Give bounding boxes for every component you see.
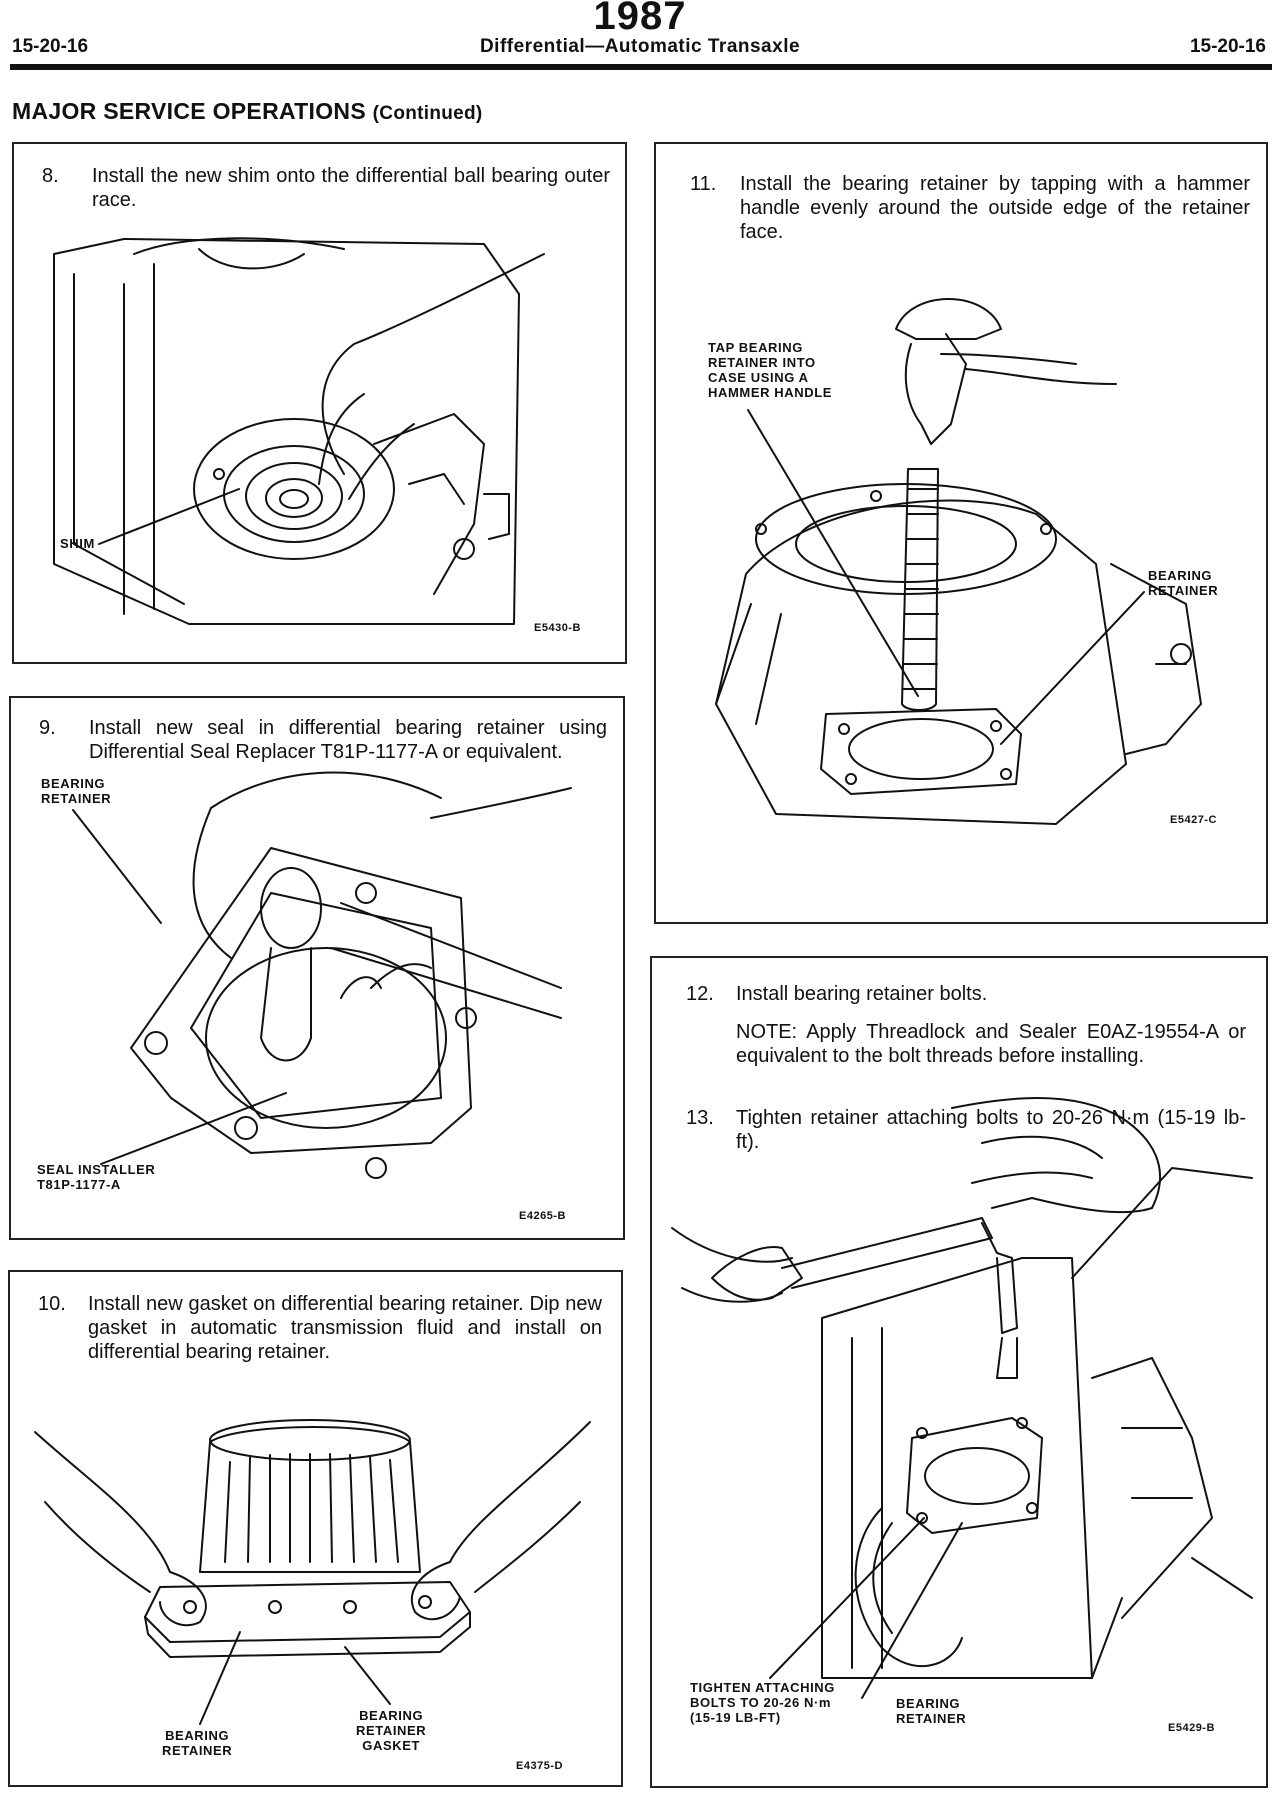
section-title: MAJOR SERVICE OPERATIONS [12,98,366,124]
panel-step-10: 10. Install new gasket on differential b… [8,1270,623,1787]
step-12-note: NOTE: Apply Threadlock and Sealer E0AZ-1… [736,1021,1246,1067]
section-heading: MAJOR SERVICE OPERATIONS (Continued) [12,98,483,125]
step-number: 12. [686,983,714,1005]
header-page-number-left: 15-20-16 [12,36,89,57]
step-8: 8. Install the new shim onto the differe… [42,164,610,212]
panel-step-12-13: 12. Install bearing retainer bolts. NOTE… [650,956,1268,1788]
label-bearing-retainer: BEARING RETAINER [41,776,112,806]
step-13: 13. Tighten retainer attaching bolts to … [686,1106,1246,1154]
header-rule [10,64,1272,70]
label-tap-bearing-retainer: TAP BEARING RETAINER INTO CASE USING A H… [708,340,833,400]
label-retainer-gasket: BEARING RETAINER GASKET [356,1708,427,1753]
section-continued: (Continued) [372,103,483,124]
step-9: 9. Install new seal in differential bear… [39,716,607,764]
leaders-fig11 [747,409,1145,745]
step-text: Install the new shim onto the differenti… [92,165,610,211]
illustration-seal-install [130,771,572,1179]
header-page-number-right: 15-20-16 [1189,36,1266,57]
label-shim: SHIM [60,536,95,551]
illustration-shim-install [53,237,545,625]
label-seal-installer: SEAL INSTALLER T81P-1177-A [37,1162,156,1192]
leader-shim [98,488,240,545]
header-year: 1987 [593,0,687,38]
illustration-torque-bolts [671,1097,1253,1679]
step-12: 12. Install bearing retainer bolts. [686,982,1246,1006]
step-11: 11. Install the bearing retainer by tapp… [690,172,1250,244]
label-bearing-retainer: BEARING RETAINER [1148,568,1219,598]
panel-step-9: 9. Install new seal in differential bear… [9,696,625,1240]
leaders-fig9 [72,809,287,1165]
illustration-retainer-tap [715,298,1202,825]
figure-code: E4265-B [519,1210,566,1222]
panel-step-11: 11. Install the bearing retainer by tapp… [654,142,1268,924]
illustration-gasket-install [34,1419,591,1658]
step-text: Install new gasket on differential beari… [88,1293,602,1363]
figure-code: E5427-C [1170,814,1217,826]
leaders-fig13 [769,1517,963,1699]
figure-code: E4375-D [516,1760,563,1772]
step-number: 11. [690,173,717,195]
figure-code: E5429-B [1168,1722,1215,1734]
step-number: 13. [686,1107,714,1129]
step-10: 10. Install new gasket on differential b… [38,1292,602,1364]
label-bearing-retainer: BEARING RETAINER [896,1696,967,1726]
step-text: Tighten retainer attaching bolts to 20-2… [736,1107,1246,1153]
step-number: 10. [38,1293,66,1315]
step-number: 9. [39,717,56,739]
step-text: Install the bearing retainer by tapping … [740,173,1250,243]
step-number: 8. [42,165,59,187]
label-tighten-bolts: TIGHTEN ATTACHING BOLTS TO 20-26 N·m (15… [690,1680,835,1725]
step-text: Install bearing retainer bolts. [736,983,988,1005]
figure-code: E5430-B [534,622,581,634]
header-title: Differential—Automatic Transaxle [479,36,801,57]
step-text: Install new seal in differential bearing… [89,717,607,763]
panel-step-8: 8. Install the new shim onto the differe… [12,142,627,664]
label-bearing-retainer: BEARING RETAINER [162,1728,233,1758]
leaders-fig10 [199,1631,391,1725]
